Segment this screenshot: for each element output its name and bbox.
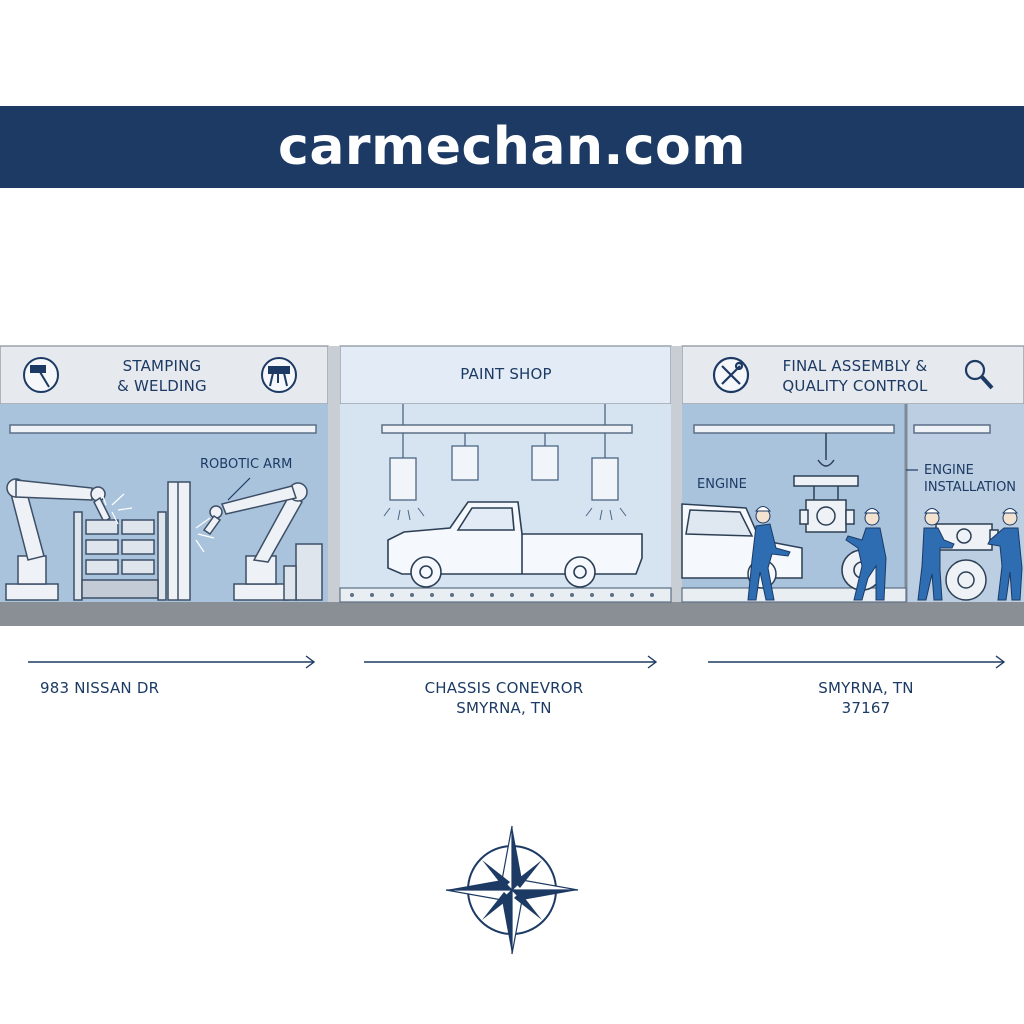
station-title-line: & WELDING [117,377,207,395]
address-label: 983 NISSAN DR [40,678,240,698]
engine-hoist [793,433,859,533]
engine-label: ENGINE [697,477,747,492]
city-line: SMYRNA, TN [818,679,914,697]
worker-2 [845,508,887,601]
station-title-final-assembly: FINAL ASSEMBLY & QUALITY CONTROL [760,356,950,396]
weld-sparks [101,493,215,553]
compass-rose-icon [445,825,579,955]
conveyor-line: SMYRNA, TN [456,699,552,717]
robotic-arm-label: ROBOTIC ARM [200,457,293,472]
engine-installation-label-2: INSTALLATION [924,480,1017,495]
conveyor-line: CHASSIS CONEVROR [424,679,584,697]
station-title-stamping: STAMPING & WELDING [60,356,264,396]
conveyor-label: CHASSIS CONEVROR SMYRNA, TN [392,678,616,718]
city-zip-label: SMYRNA, TN 37167 [768,678,964,718]
assembly-conveyor [681,587,907,603]
worker-3 [917,508,955,601]
station-title-line: QUALITY CONTROL [782,377,928,395]
address-line: 983 NISSAN DR [40,679,160,697]
station-title-line: FINAL ASSEMBLY & [782,357,928,375]
station-title-line: STAMPING [122,357,202,375]
spray-lines [383,507,627,521]
worker-1 [747,506,791,601]
zip-line: 37167 [841,699,891,717]
engine-installation-label: ENGINE [924,462,974,480]
station-title-line: PAINT SHOP [460,365,552,383]
robotic-arm-left [5,478,111,601]
worker-4 [987,508,1023,601]
engine-installation-line: ENGINE [924,463,974,478]
hammer-icon [23,357,59,393]
factory-floor [0,602,1024,626]
site-title: carmechan.com [278,117,746,177]
station-title-paint: PAINT SHOP [410,364,602,384]
robotic-arm-leader [227,477,251,501]
welding-icon [261,357,297,393]
site-banner: carmechan.com [0,106,1024,188]
pickup-truck [387,501,643,588]
flow-arrows [28,655,1006,669]
magnifier-icon [964,359,994,390]
paint-sprayers [389,404,619,501]
stamping-press [73,481,191,601]
paint-conveyor [339,587,672,603]
tools-icon [712,356,750,394]
paint-conveyor-rollers [350,593,654,597]
control-cabinet [283,543,323,601]
robotic-arm-right [202,482,308,601]
